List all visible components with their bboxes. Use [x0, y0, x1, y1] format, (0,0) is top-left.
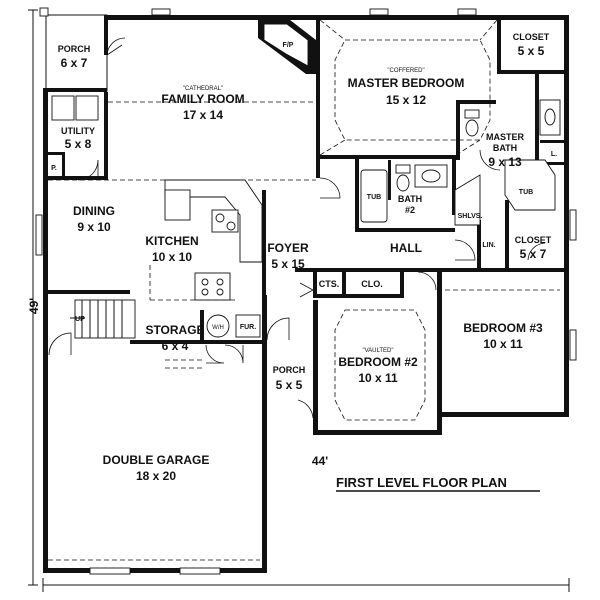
stairs-icon: [74, 299, 136, 339]
dashed-lines: [48, 19, 560, 561]
family-room-name: FAMILY ROOM: [161, 92, 244, 106]
master-bedroom-name: MASTER BEDROOM: [348, 76, 465, 90]
closet-master-name: CLOSET: [513, 32, 550, 42]
furnace-label: FUR.: [240, 324, 256, 331]
utility-name: UTILITY: [61, 126, 95, 136]
coats-label: CTS.: [319, 279, 340, 289]
hall-name: HALL: [390, 241, 422, 255]
closet-small-label: CLO.: [361, 279, 383, 289]
tub-icon: [360, 169, 388, 223]
bedroom2-name: BEDROOM #2: [338, 355, 418, 369]
garage-size: 18 x 20: [136, 469, 176, 483]
plan-title: FIRST LEVEL FLOOR PLAN: [336, 475, 507, 490]
bath2-line1: BATH: [398, 194, 422, 204]
family-room-qualifier: "CATHEDRAL": [183, 86, 223, 92]
range-icon: [194, 272, 231, 301]
water-heater-label: W/H: [212, 325, 224, 331]
porch-rear-size: 6 x 7: [61, 56, 88, 70]
storage-name: STORAGE: [145, 323, 204, 337]
master-bath-line1: MASTER: [486, 132, 525, 142]
utility-size: 5 x 8: [65, 137, 92, 151]
porch-front-size: 5 x 5: [276, 378, 303, 392]
master-bedroom-size: 15 x 12: [386, 93, 426, 107]
master-bedroom-qualifier: "COFFERED": [387, 68, 424, 74]
doors: [48, 37, 546, 419]
dining-size: 9 x 10: [77, 220, 111, 234]
porch-rear-name: PORCH: [58, 44, 91, 54]
pantry-label: P.: [51, 165, 57, 172]
depth-dimension: 49': [27, 298, 41, 314]
family-room-size: 17 x 14: [183, 108, 223, 122]
kitchen-size: 10 x 10: [152, 250, 192, 264]
bath2-line2: #2: [405, 205, 415, 215]
shelves-label: SHLVS.: [458, 213, 483, 220]
tub-bath2-label: TUB: [367, 194, 381, 201]
master-bath-line2: BATH: [493, 143, 517, 153]
interior-walls: [43, 15, 568, 400]
stairs-label: UP: [75, 316, 85, 323]
exterior-walls: [43, 14, 569, 573]
fixtures: [51, 95, 561, 339]
dimension-lines: [28, 7, 577, 592]
bedroom3-name: BEDROOM #3: [463, 321, 543, 335]
room-labels: PORCH 6 x 7 "CATHEDRAL" FAMILY ROOM 17 x…: [27, 32, 557, 492]
master-bath-size: 9 x 13: [488, 155, 522, 169]
dining-name: DINING: [73, 204, 115, 218]
linen-hall-label: LIN.: [482, 242, 495, 249]
tub-master-label: TUB: [519, 189, 533, 196]
bedroom2-size: 10 x 11: [358, 371, 398, 385]
linen-master-label: L.: [551, 151, 557, 158]
foyer-size: 5 x 15: [271, 257, 305, 271]
closet-hall-name: CLOSET: [515, 235, 552, 245]
bedroom3-size: 10 x 11: [483, 337, 523, 351]
garage-name: DOUBLE GARAGE: [103, 453, 210, 467]
water-heater-icon: [206, 314, 230, 338]
width-dimension: 44': [312, 454, 328, 468]
bedroom2-qualifier: "VAULTED": [362, 348, 393, 354]
porch-front-name: PORCH: [273, 365, 306, 375]
closet-hall-size: 5 x 7: [520, 247, 547, 261]
storage-size: 6 x 4: [162, 339, 189, 353]
kitchen-name: KITCHEN: [145, 234, 198, 248]
fireplace-label: F/P: [283, 42, 294, 49]
foyer-name: FOYER: [267, 241, 309, 255]
closet-master-size: 5 x 5: [518, 44, 545, 58]
furnace-icon: [235, 314, 261, 338]
